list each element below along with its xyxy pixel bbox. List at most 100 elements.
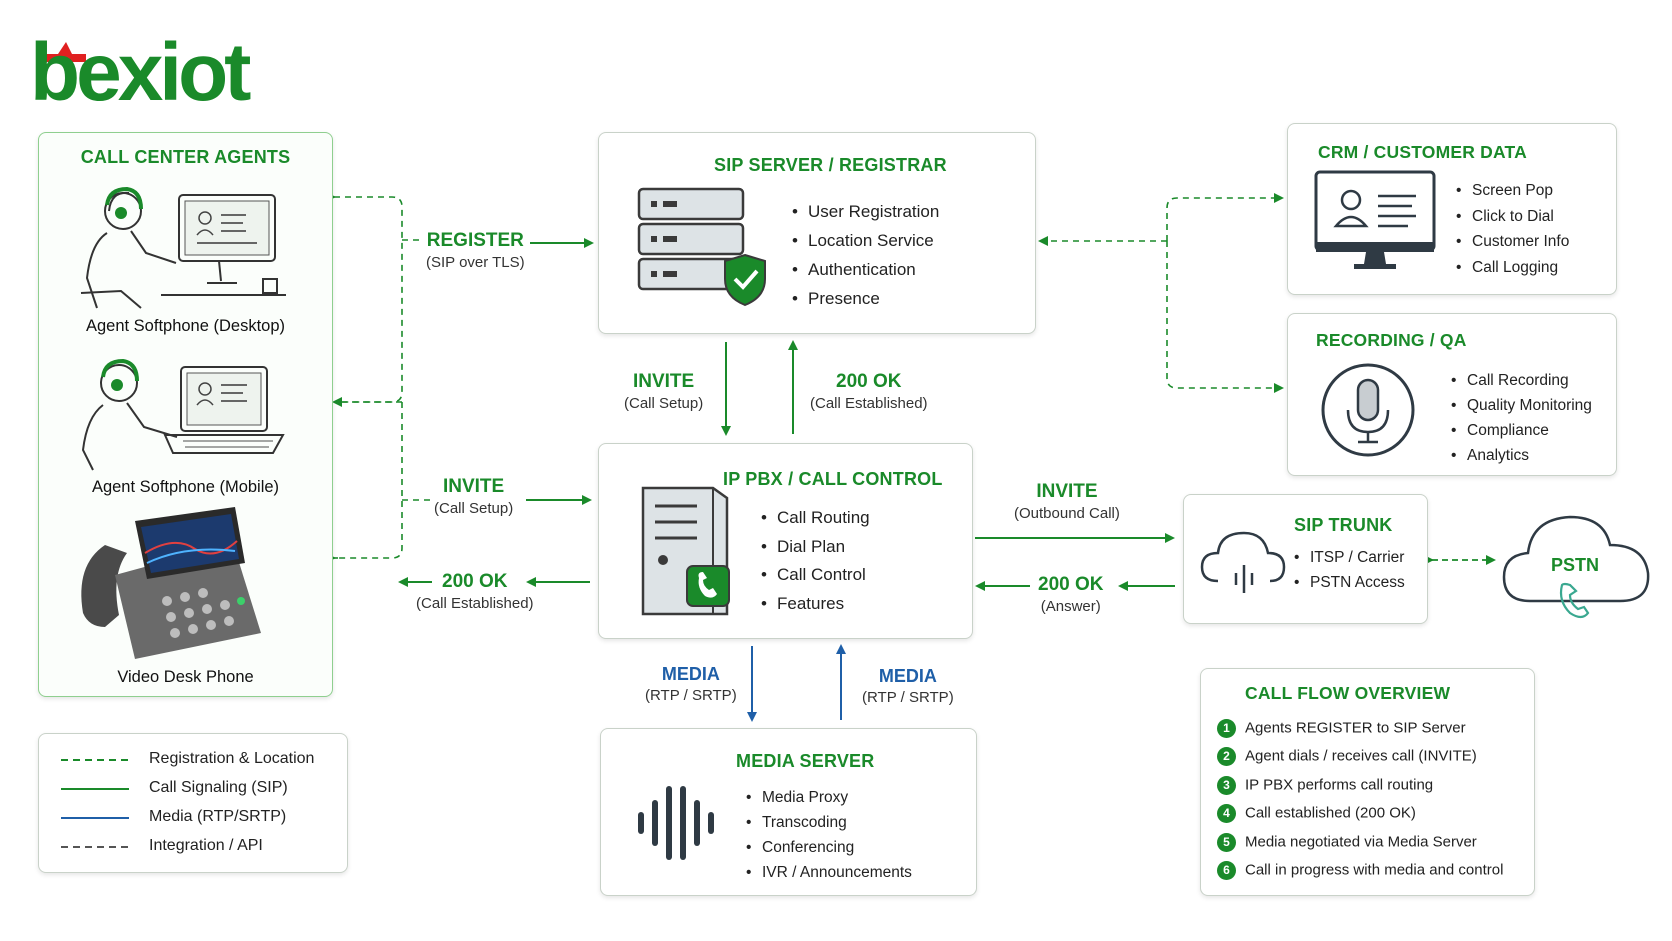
agents-dashed-bracket <box>326 192 430 563</box>
step-text: IP PBX performs call routing <box>1245 776 1434 794</box>
call-flow-step: 2 Agent dials / receives call (INVITE) <box>1217 747 1477 766</box>
microphone-icon <box>1321 363 1415 457</box>
crm-feature: Screen Pop <box>1456 178 1569 204</box>
pbx-feature: Dial Plan <box>761 533 870 562</box>
ok-sip-sub: (Call Established) <box>810 395 928 412</box>
legend-item: Call Signaling (SIP) <box>149 779 288 796</box>
invite-sip-text: INVITE <box>632 371 695 392</box>
crm-feature: Click to Dial <box>1456 204 1569 230</box>
trunk-title: SIP TRUNK <box>1294 515 1393 535</box>
media-feature: Transcoding <box>746 810 912 835</box>
invite-agents-label: INVITE (Call Setup) <box>434 476 513 517</box>
pbx-feature: Call Control <box>761 561 870 590</box>
trunk-feature: ITSP / Carrier <box>1294 545 1405 570</box>
media-down-label: MEDIA (RTP / SRTP) <box>645 664 737 704</box>
ok-agents-label: 200 OK (Call Established) <box>416 571 534 612</box>
sip-server-panel: SIP SERVER / REGISTRAR User Registration… <box>598 132 1036 334</box>
legend-item: Integration / API <box>149 837 263 854</box>
media-up-text: MEDIA <box>878 666 937 686</box>
desk-phone-label: Video Desk Phone <box>117 668 254 686</box>
invite-sip-label: INVITE (Call Setup) <box>624 371 703 412</box>
step-text: Agent dials / receives call (INVITE) <box>1245 747 1477 765</box>
sip-feature: Location Service <box>792 226 939 255</box>
call-flow-step: 4 Call established (200 OK) <box>1217 804 1416 823</box>
recording-feature: Quality Monitoring <box>1451 393 1592 418</box>
server-shield-icon <box>637 187 766 307</box>
pstn-cloud-icon <box>1502 515 1650 619</box>
ok-trunk-sub: (Answer) <box>1040 598 1101 615</box>
step-text: Media negotiated via Media Server <box>1245 833 1477 851</box>
register-label: REGISTER (SIP over TLS) <box>426 230 525 271</box>
step-text: Call in progress with media and control <box>1245 861 1504 879</box>
recording-features: Call Recording Quality Monitoring Compli… <box>1451 368 1592 468</box>
media-server-title: MEDIA SERVER <box>736 751 875 771</box>
crm-feature: Call Logging <box>1456 255 1569 281</box>
recording-title: RECORDING / QA <box>1316 330 1467 350</box>
agent-laptop-icon <box>81 358 285 471</box>
sip-trunk-panel: SIP TRUNK ITSP / Carrier PSTN Access <box>1183 494 1428 624</box>
media-server-panel: MEDIA SERVER Media Proxy Transcoding Con… <box>600 728 977 896</box>
media-up-label: MEDIA (RTP / SRTP) <box>862 666 954 706</box>
step-number: 4 <box>1217 804 1236 823</box>
recording-panel: RECORDING / QA Call Recording Quality Mo… <box>1287 313 1617 476</box>
call-flow-step: 3 IP PBX performs call routing <box>1217 776 1433 795</box>
trunk-feature: PSTN Access <box>1294 570 1405 595</box>
integration-dashed-bracket <box>1038 193 1284 393</box>
media-feature: Media Proxy <box>746 785 912 810</box>
agent-desktop-icon <box>80 186 286 309</box>
crm-feature: Customer Info <box>1456 229 1569 255</box>
agent-laptop-label: Agent Softphone (Mobile) <box>91 478 280 496</box>
ok-trunk-label: 200 OK (Answer) <box>1038 574 1103 615</box>
pbx-features: Call Routing Dial Plan Call Control Feat… <box>761 504 870 618</box>
recording-feature: Call Recording <box>1451 368 1592 393</box>
step-text: Call established (200 OK) <box>1245 804 1416 822</box>
step-number: 5 <box>1217 833 1236 852</box>
pbx-server-phone-icon <box>641 486 730 616</box>
crm-monitor-icon <box>1314 170 1436 269</box>
invite-trunk-text: INVITE <box>1036 481 1098 502</box>
ok-trunk-text: 200 OK <box>1038 574 1104 595</box>
sip-feature: Authentication <box>792 255 939 284</box>
crm-title: CRM / CUSTOMER DATA <box>1318 142 1527 162</box>
call-center-agents-panel: CALL CENTER AGENTS Agent Softphone (Desk… <box>38 132 333 697</box>
trunk-features: ITSP / Carrier PSTN Access <box>1294 545 1405 595</box>
step-number: 2 <box>1217 747 1236 766</box>
pbx-feature: Call Routing <box>761 504 870 533</box>
legend-panel: Registration & Location Call Signaling (… <box>38 733 348 873</box>
media-up-sub: (RTP / SRTP) <box>862 689 954 706</box>
call-flow-title: CALL FLOW OVERVIEW <box>1245 683 1451 703</box>
logo-text: bexiot <box>30 27 251 118</box>
invite-agents-sub: (Call Setup) <box>434 500 514 517</box>
register-sub: (SIP over TLS) <box>426 254 525 271</box>
sip-feature: Presence <box>792 284 939 313</box>
step-text: Agents REGISTER to SIP Server <box>1245 719 1466 737</box>
call-flow-step: 5 Media negotiated via Media Server <box>1217 833 1477 852</box>
ok-agents-text: 200 OK <box>442 571 508 592</box>
step-number: 6 <box>1217 861 1236 880</box>
step-number: 3 <box>1217 776 1236 795</box>
sip-server-features: User Registration Location Service Authe… <box>792 197 939 313</box>
audio-waveform-icon <box>638 786 714 860</box>
sip-feature: User Registration <box>792 197 939 226</box>
recording-feature: Analytics <box>1451 443 1592 468</box>
crm-panel: CRM / CUSTOMER DATA Screen Pop Click to … <box>1287 123 1617 295</box>
desk-phone-icon <box>81 507 261 659</box>
agents-title: CALL CENTER AGENTS <box>80 147 291 167</box>
call-flow-step: 6 Call in progress with media and control <box>1217 861 1503 880</box>
logo-red-mark <box>38 42 86 62</box>
ip-pbx-panel: IP PBX / CALL CONTROL Call Routing Dial … <box>598 443 973 639</box>
media-feature: IVR / Announcements <box>746 860 912 885</box>
legend-swatches <box>61 759 129 848</box>
brand-logo: bexiot <box>28 20 298 118</box>
legend-item: Registration & Location <box>149 750 315 767</box>
crm-features: Screen Pop Click to Dial Customer Info C… <box>1456 178 1569 280</box>
media-feature: Conferencing <box>746 835 912 860</box>
ok-agents-sub: (Call Established) <box>416 595 534 612</box>
recording-feature: Compliance <box>1451 418 1592 443</box>
invite-agents-text: INVITE <box>442 476 505 497</box>
invite-trunk-sub: (Outbound Call) <box>1014 505 1120 522</box>
pbx-title: IP PBX / CALL CONTROL <box>723 469 943 489</box>
